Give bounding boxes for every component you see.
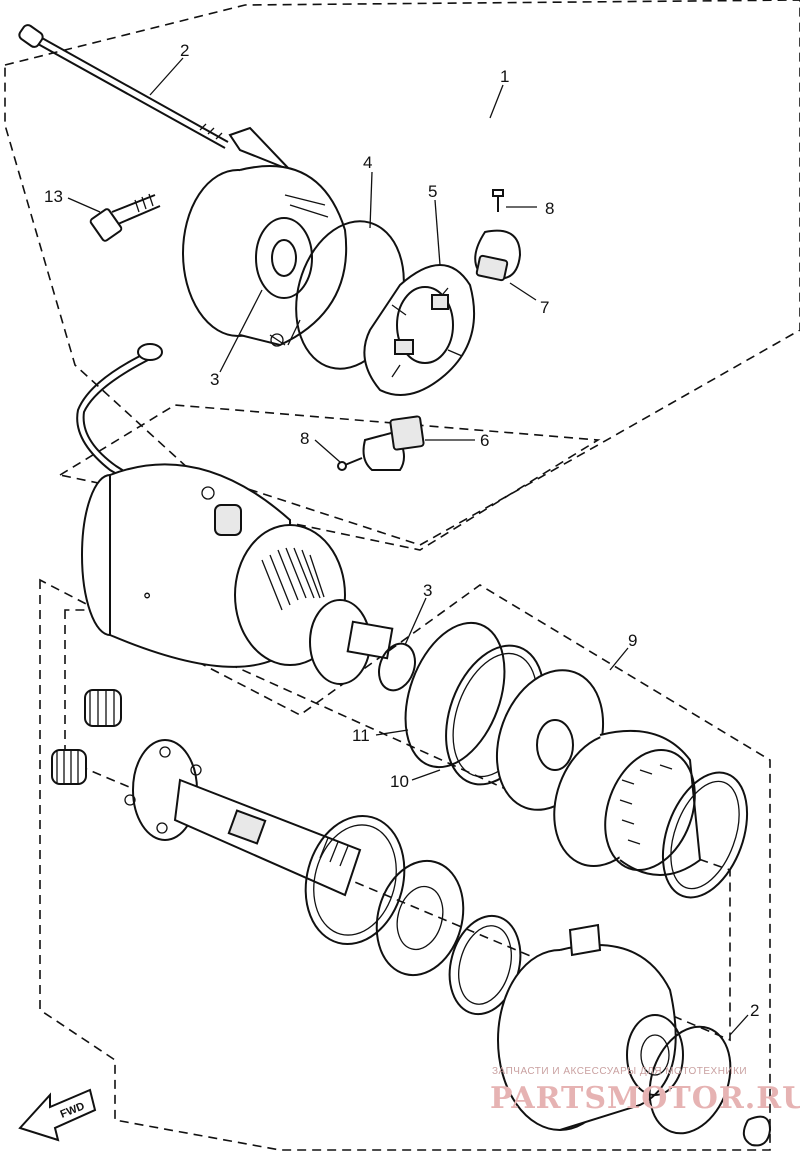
washer-large-b xyxy=(375,859,465,977)
rear-end-cover xyxy=(497,923,684,1131)
ring-gasket xyxy=(661,771,749,899)
reduction-gear-housing xyxy=(553,729,702,876)
assembly-9-outline xyxy=(39,578,771,1151)
o-ring-2-bottom xyxy=(648,1025,732,1135)
callout-10: 10 xyxy=(390,772,409,791)
callout-8-top: 8 xyxy=(545,199,554,218)
screw-8-lower xyxy=(337,457,363,471)
callout-6: 6 xyxy=(480,431,489,450)
yoke-mark: ⚬ xyxy=(140,587,154,606)
callout-5: 5 xyxy=(428,182,437,201)
callout-9: 9 xyxy=(628,631,637,650)
planet-carrier-shaft xyxy=(124,739,362,897)
brush-holder-group-outline xyxy=(57,404,601,551)
ring-gasket-inner xyxy=(670,780,740,890)
callout-7: 7 xyxy=(540,298,549,317)
callout-8-lower: 8 xyxy=(300,429,309,448)
callout-13: 13 xyxy=(44,187,63,206)
washer-large-b-inner xyxy=(396,885,444,951)
assembly-1-outline xyxy=(4,0,800,546)
leader-lines xyxy=(67,57,749,1036)
watermark-caption: ЗАПЧАСТИ И АКСЕССУАРЫ ДЛЯ МОТОТЕХНИКИ xyxy=(492,1066,747,1077)
brush-6 xyxy=(362,415,425,471)
pinion-gear-upper xyxy=(84,689,122,727)
front-end-cover xyxy=(182,126,348,347)
through-bolt-top xyxy=(18,24,229,149)
fwd-arrow-icon: FWD xyxy=(18,1088,97,1142)
brush-plate-5 xyxy=(363,264,476,396)
motor-yoke: ⚬ xyxy=(81,463,394,685)
watermark: ЗАПЧАСТИ И АКСЕССУАРЫ ДЛЯ МОТОТЕХНИКИ PA… xyxy=(490,1066,800,1116)
brush-holder-7 xyxy=(474,229,522,282)
bolt-13 xyxy=(89,193,161,242)
callout-2-top: 2 xyxy=(180,41,189,60)
callout-3-top: 3 xyxy=(210,370,219,389)
pinion-gear-lower xyxy=(51,749,87,785)
screw-8-top xyxy=(492,189,504,212)
washer-large-a xyxy=(304,814,406,946)
callout-4: 4 xyxy=(363,153,372,172)
washer-large-a-inner xyxy=(313,824,397,936)
callout-3-lower: 3 xyxy=(423,581,432,600)
callout-1: 1 xyxy=(500,67,509,86)
watermark-site: PARTSMOTOR.RU xyxy=(490,1081,800,1116)
callout-2-bottom: 2 xyxy=(750,1001,759,1020)
o-ring-11 xyxy=(404,621,506,769)
circlip xyxy=(742,1115,772,1147)
callout-11: 11 xyxy=(352,726,370,745)
part-callouts: 1 2 3 4 5 6 7 8 8 2 13 3 9 11 10 xyxy=(44,41,759,1020)
washer-medium-inner xyxy=(458,925,512,1005)
